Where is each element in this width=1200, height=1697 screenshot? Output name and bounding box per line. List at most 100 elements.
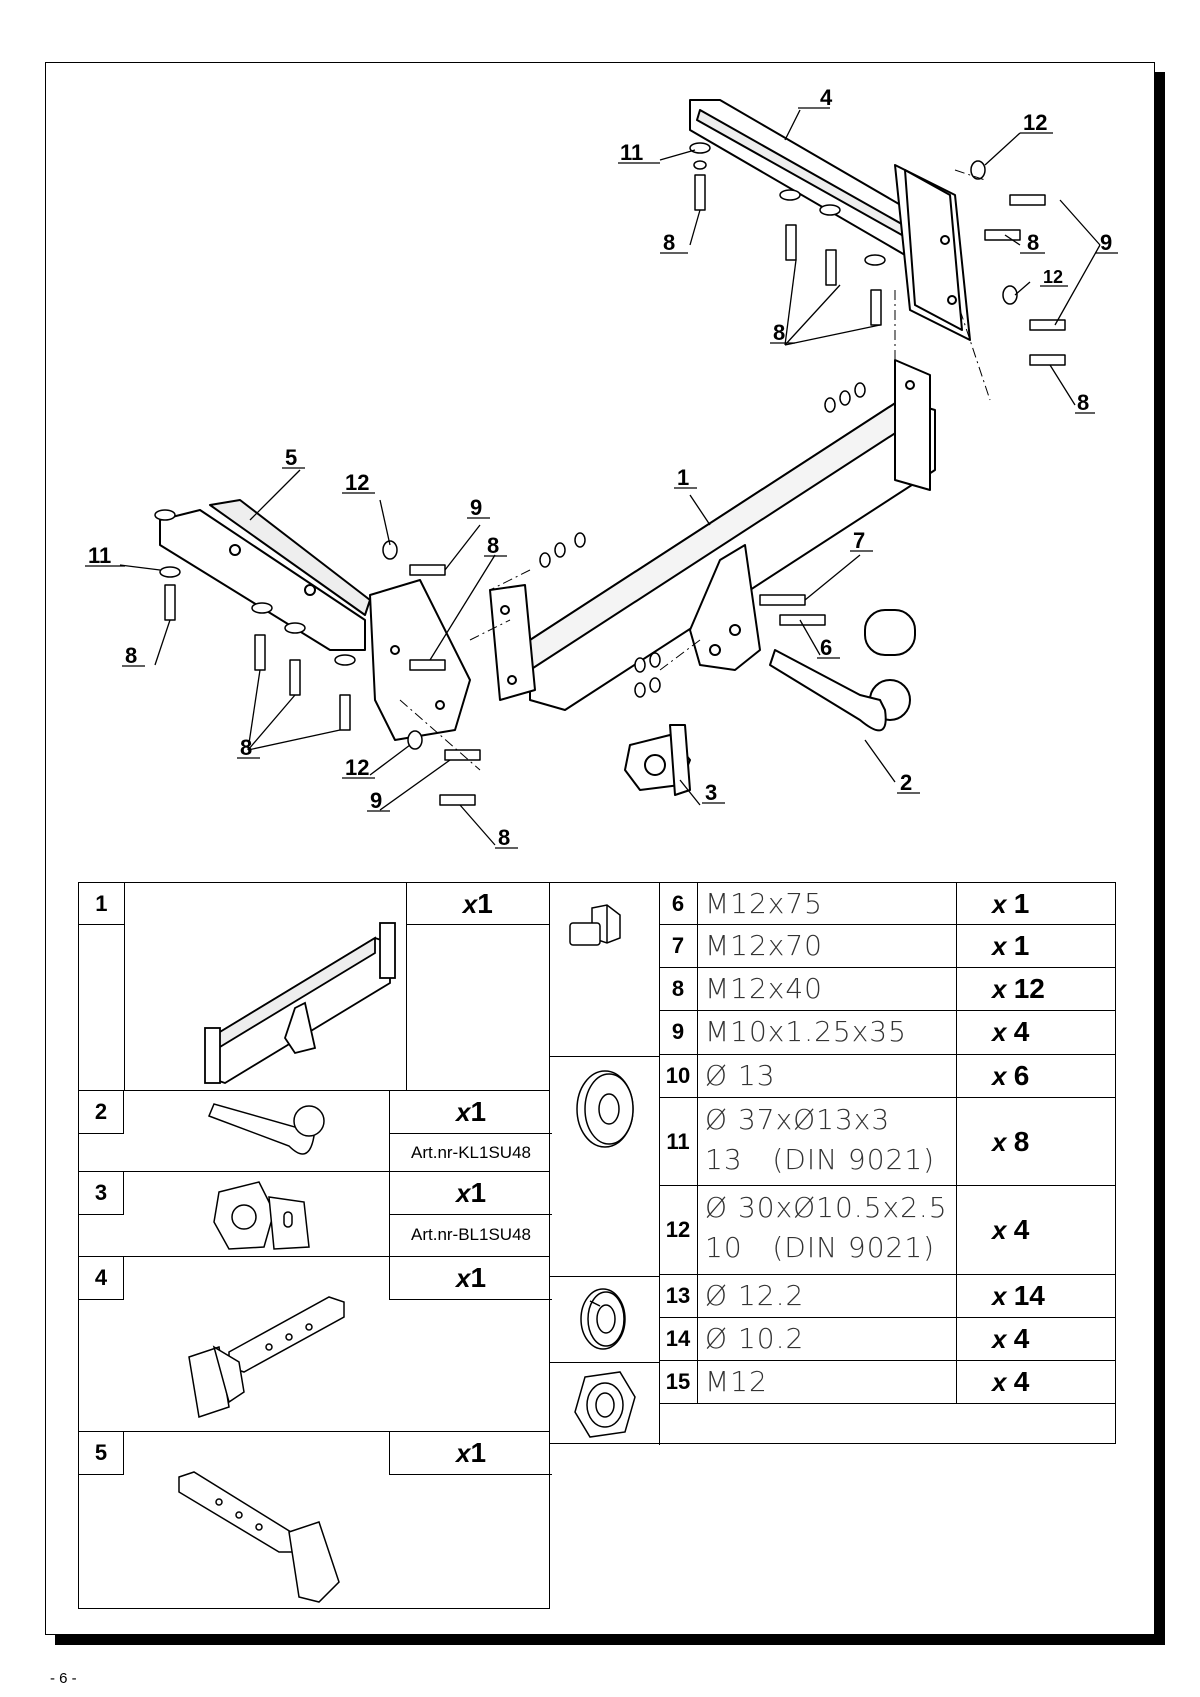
part-spec: Ø 37xØ13x3 xyxy=(705,1103,891,1136)
fastener-row-10: 10 Ø 13 x 6 xyxy=(659,1055,1116,1098)
callout-5: 5 xyxy=(285,445,297,470)
callout-11: 11 xyxy=(88,543,111,568)
part-number: 15 xyxy=(659,1361,698,1403)
bracket-4-drawing xyxy=(689,99,971,341)
fastener-row-14: 14 Ø 10.2 x 4 xyxy=(659,1318,1116,1361)
part-number: 3 xyxy=(79,1172,124,1215)
spring-washer-icon-cell xyxy=(550,1276,660,1363)
part-qty: x1 xyxy=(389,1257,552,1300)
bolt-icon xyxy=(569,904,621,946)
assembly-lines xyxy=(399,169,991,771)
callout-12: 12 xyxy=(345,470,369,495)
socket-plate-icon xyxy=(213,1181,310,1250)
callout-1: 1 xyxy=(677,465,689,490)
callout-4: 4 xyxy=(820,85,833,110)
bracket-5-icon xyxy=(178,1471,340,1603)
part-number: 6 xyxy=(659,883,698,924)
part-image-cell xyxy=(123,882,407,1090)
washer-icon-cell xyxy=(550,1056,660,1277)
part-spec: Ø 12.2 xyxy=(705,1279,805,1312)
part-number: 2 xyxy=(79,1091,124,1134)
fastener-row-12: 12 Ø 30xØ10.5x2.5 10 (DIN 9021) x 4 xyxy=(659,1186,1116,1275)
callout-12: 12 xyxy=(1043,267,1063,287)
part-row-2: 2 x1 Art.nr-KL1SU48 xyxy=(78,1090,552,1173)
part-spec: M12x75 xyxy=(705,887,823,920)
spring-washer-icon xyxy=(580,1288,626,1350)
part-number: 9 xyxy=(659,1011,698,1054)
fastener-row-7: 7 M12x70 x 1 xyxy=(659,925,1116,968)
part-qty: x 8 xyxy=(956,1098,1116,1185)
part-qty: x 4 xyxy=(956,1318,1116,1360)
part-row-3: 3 x1 Art.nr-BL1SU48 xyxy=(78,1172,552,1257)
callout-9: 9 xyxy=(370,788,382,813)
part-spec: Ø 30xØ10.5x2.5 xyxy=(705,1191,948,1224)
part-spec: Ø 10.2 xyxy=(705,1322,805,1355)
part-standard: 13 (DIN 9021) xyxy=(705,1143,936,1176)
callout-8: 8 xyxy=(773,320,785,345)
callout-8: 8 xyxy=(663,230,675,255)
fastener-row-13: 13 Ø 12.2 x 14 xyxy=(659,1275,1116,1318)
callout-9: 9 xyxy=(1100,230,1112,255)
callout-12: 12 xyxy=(1023,110,1047,135)
part-qty: x1 xyxy=(389,1172,552,1215)
part-number: 10 xyxy=(659,1055,698,1097)
callout-8: 8 xyxy=(240,735,252,760)
fastener-row-11: 11 Ø 37xØ13x3 13 (DIN 9021) x 8 xyxy=(659,1098,1116,1186)
part-spec: Ø 13 xyxy=(705,1059,776,1092)
callout-6: 6 xyxy=(820,635,832,660)
callout-8: 8 xyxy=(498,825,510,850)
part-spec: M10x1.25x35 xyxy=(705,1015,907,1048)
part-row-5: 5 x1 xyxy=(78,1432,552,1609)
fastener-row-9: 9 M10x1.25x35 x 4 xyxy=(659,1011,1116,1055)
part-number: 11 xyxy=(659,1098,698,1185)
crossbar-icon xyxy=(203,922,396,1084)
part-number: 8 xyxy=(659,968,698,1010)
part-spec: M12x70 xyxy=(705,929,823,962)
part-qty: x 14 xyxy=(956,1275,1116,1317)
exploded-assembly-diagram: 4 11 12 8 8 9 12 8 8 5 12 9 1 11 8 7 8 6… xyxy=(85,85,1118,850)
callout-3: 3 xyxy=(705,780,717,805)
fastener-row-15: 15 M12 x 4 xyxy=(659,1361,1116,1404)
part-number: 1 xyxy=(78,882,125,925)
part-number: 4 xyxy=(79,1257,124,1300)
leader-lines xyxy=(119,109,1101,846)
callout-11: 11 xyxy=(620,140,643,165)
part-number: 12 xyxy=(659,1186,698,1274)
callout-8: 8 xyxy=(1077,390,1089,415)
part-qty: x1 xyxy=(405,882,551,925)
part-qty: x 1 xyxy=(956,925,1116,967)
part-qty: x1 xyxy=(389,1091,552,1134)
part-qty: x 12 xyxy=(956,968,1116,1010)
callout-8: 8 xyxy=(1027,230,1039,255)
article-number: Art.nr-BL1SU48 xyxy=(389,1214,552,1256)
callout-8: 8 xyxy=(125,643,137,668)
callout-12: 12 xyxy=(345,755,369,780)
callout-9: 9 xyxy=(470,495,482,520)
bolt-icon-cell xyxy=(550,883,660,1057)
part-qty: x 4 xyxy=(956,1186,1116,1274)
part-number: 7 xyxy=(659,925,698,967)
parts-table-left: 1 x1 xyxy=(78,882,551,1090)
callout-underlines xyxy=(85,107,1118,849)
bracket-4-icon xyxy=(188,1296,345,1418)
socket-plate-3-drawing xyxy=(624,724,691,796)
towball-icon xyxy=(208,1103,325,1155)
part-number: 5 xyxy=(79,1432,124,1475)
crossbar-1-drawing xyxy=(489,359,936,711)
callout-7: 7 xyxy=(853,528,865,553)
towball-2-drawing xyxy=(769,609,916,732)
page-number: - 6 - xyxy=(50,1670,77,1687)
part-qty: x1 xyxy=(389,1432,552,1475)
callout-2: 2 xyxy=(900,770,912,795)
part-number: 14 xyxy=(659,1318,698,1360)
fastener-row-6: 6 M12x75 x 1 xyxy=(659,882,1116,925)
part-qty: x 1 xyxy=(956,883,1116,924)
part-qty: x 6 xyxy=(956,1055,1116,1097)
fasteners-drawing xyxy=(154,142,1066,806)
part-spec: M12x40 xyxy=(705,972,823,1005)
parts-table-right xyxy=(550,882,1116,1445)
part-spec: M12 xyxy=(705,1365,768,1398)
part-qty: x 4 xyxy=(956,1011,1116,1054)
bracket-5-drawing xyxy=(159,499,471,741)
nut-icon-cell xyxy=(550,1362,660,1445)
